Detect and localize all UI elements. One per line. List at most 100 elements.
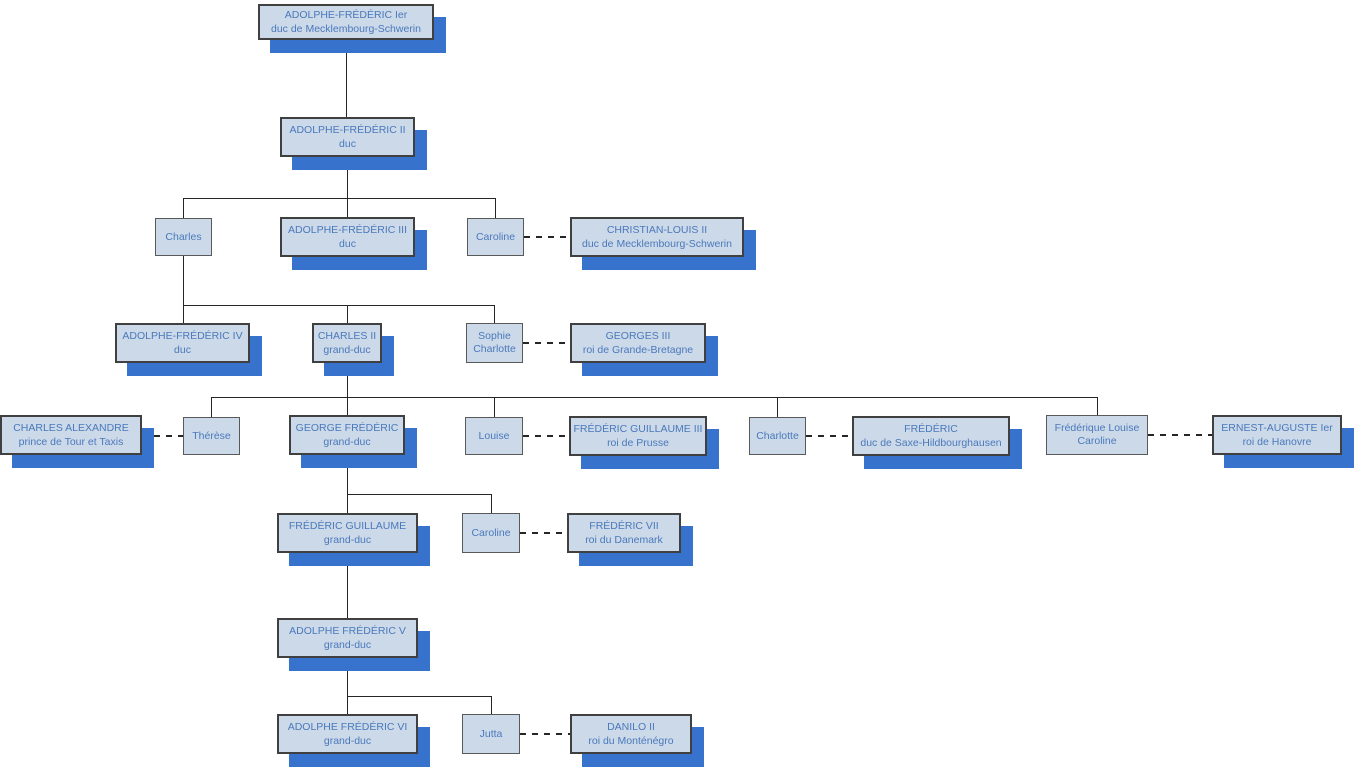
node-adolphe-frederic-3[interactable]: ADOLPHE-FRÉDÉRIC III duc [280,217,415,257]
connector-line [183,305,184,323]
connector-line [347,696,348,714]
node-charles[interactable]: Charles [155,218,212,256]
node-title: roi de Grande-Bretagne [582,344,694,356]
node-frederique-louise-caroline[interactable]: Frédérique Louise Caroline [1046,415,1148,455]
node-name: FRÉDÉRIC GUILLAUME III [573,423,703,435]
node-name: Charles [165,230,202,243]
connector-line [347,157,348,198]
node-name: FRÉDÉRIC GUILLAUME [288,520,407,532]
connector-line [494,397,495,417]
node-title: grand-duc [323,735,372,747]
connector-line [347,553,348,618]
connector-line [777,397,778,417]
node-name: Louise [478,429,510,442]
marriage-dashed-line [806,435,852,437]
connector-line [347,658,348,696]
node-name: Frédérique Louise Caroline [1054,422,1140,447]
connector-line [211,397,1098,398]
node-adolphe-frederic-4[interactable]: ADOLPHE-FRÉDÉRIC IV duc [115,323,250,363]
connector-line [1097,397,1098,415]
connector-line [346,40,347,117]
connector-line [491,494,492,513]
node-frederic-7[interactable]: FRÉDÉRIC VII roi du Danemark [567,513,681,553]
node-jutta[interactable]: Jutta [462,714,520,754]
marriage-dashed-line [520,733,570,735]
node-caroline-2[interactable]: Caroline [462,513,520,553]
node-name: GEORGE FRÉDÉRIC [295,422,399,434]
node-name: CHARLES ALEXANDRE [13,422,129,434]
node-title: roi du Danemark [585,534,663,546]
connector-line [494,305,495,323]
node-name: ADOLPHE FRÉDÉRIC VI [287,721,408,733]
node-name: ADOLPHE-FRÉDÉRIC III [287,224,408,236]
marriage-dashed-line [524,236,570,238]
connector-line [183,198,496,199]
node-title: roi de Prusse [607,437,669,449]
connector-line [347,696,492,697]
node-title: duc de Saxe-Hildbourghausen [860,437,1002,449]
marriage-dashed-line [142,435,183,437]
node-name: Sophie Charlotte [473,330,516,355]
node-george-frederic[interactable]: GEORGE FRÉDÉRIC grand-duc [289,415,405,455]
connector-line [183,256,184,305]
node-sophie-charlotte[interactable]: Sophie Charlotte [466,323,523,363]
node-title: grand-duc [323,639,372,651]
node-name: FRÉDÉRIC VII [589,520,659,532]
connector-line [183,198,184,218]
node-name: Charlotte [756,429,799,442]
node-title: roi du Monténégro [588,735,674,747]
node-title: grand-duc [323,436,371,448]
node-name: Caroline [475,230,516,243]
node-adolphe-frederic-2[interactable]: ADOLPHE-FRÉDÉRIC II duc [280,117,415,157]
node-title: grand-duc [323,534,372,546]
node-frederic-guillaume[interactable]: FRÉDÉRIC GUILLAUME grand-duc [277,513,418,553]
node-name: CHRISTIAN-LOUIS II [606,224,708,236]
node-name: Caroline [471,526,511,539]
node-title: duc de Mecklembourg-Schwerin [271,23,421,35]
node-name: ADOLPHE-FRÉDÉRIC IV [122,330,243,342]
node-title: duc [174,344,191,356]
node-name: CHARLES II [317,330,377,342]
node-ernest-auguste[interactable]: ERNEST-AUGUSTE Ier roi de Hanovre [1212,415,1342,455]
node-title: grand-duc [323,344,371,356]
marriage-dashed-line [523,435,569,437]
node-name: Thérèse [192,429,231,442]
node-name: ADOLPHE-FRÉDÉRIC Ier [284,9,408,21]
node-name: ADOLPHE FRÉDÉRIC V [289,625,406,637]
node-danilo-2[interactable]: DANILO II roi du Monténégro [570,714,692,754]
connector-line [211,397,212,417]
node-charlotte[interactable]: Charlotte [749,417,806,455]
node-christian-louis-2[interactable]: CHRISTIAN-LOUIS II duc de Mecklembourg-Sc… [570,217,744,257]
node-name: ERNEST-AUGUSTE Ier [1221,422,1333,434]
node-therese[interactable]: Thérèse [183,417,240,455]
node-title: roi de Hanovre [1242,436,1312,448]
node-adolphe-frederic-1[interactable]: ADOLPHE-FRÉDÉRIC Ier duc de Mecklembourg-… [258,4,434,40]
node-name: DANILO II [607,721,655,733]
marriage-dashed-line [1148,434,1212,436]
node-adolphe-frederic-6[interactable]: ADOLPHE FRÉDÉRIC VI grand-duc [277,714,418,754]
connector-line [347,198,348,217]
connector-line [347,494,348,513]
node-frederic-guillaume-3[interactable]: FRÉDÉRIC GUILLAUME III roi de Prusse [569,416,707,456]
connector-line [347,494,492,495]
node-title: duc [339,238,356,250]
marriage-dashed-line [523,342,570,344]
marriage-dashed-line [520,532,567,534]
node-title: duc [339,138,356,150]
connector-line [491,696,492,714]
node-louise[interactable]: Louise [465,417,523,455]
connector-line [347,455,348,494]
node-name: Jutta [479,727,503,740]
node-charles-alexandre[interactable]: CHARLES ALEXANDRE prince de Tour et Taxis [0,415,142,455]
connector-line [495,198,496,218]
node-caroline-1[interactable]: Caroline [467,218,524,256]
node-title: duc de Mecklembourg-Schwerin [582,238,732,250]
node-title: prince de Tour et Taxis [18,436,124,448]
node-adolphe-frederic-5[interactable]: ADOLPHE FRÉDÉRIC V grand-duc [277,618,418,658]
node-charles-2[interactable]: CHARLES II grand-duc [312,323,382,363]
connector-line [347,397,348,415]
node-name: ADOLPHE-FRÉDÉRIC II [289,124,406,136]
